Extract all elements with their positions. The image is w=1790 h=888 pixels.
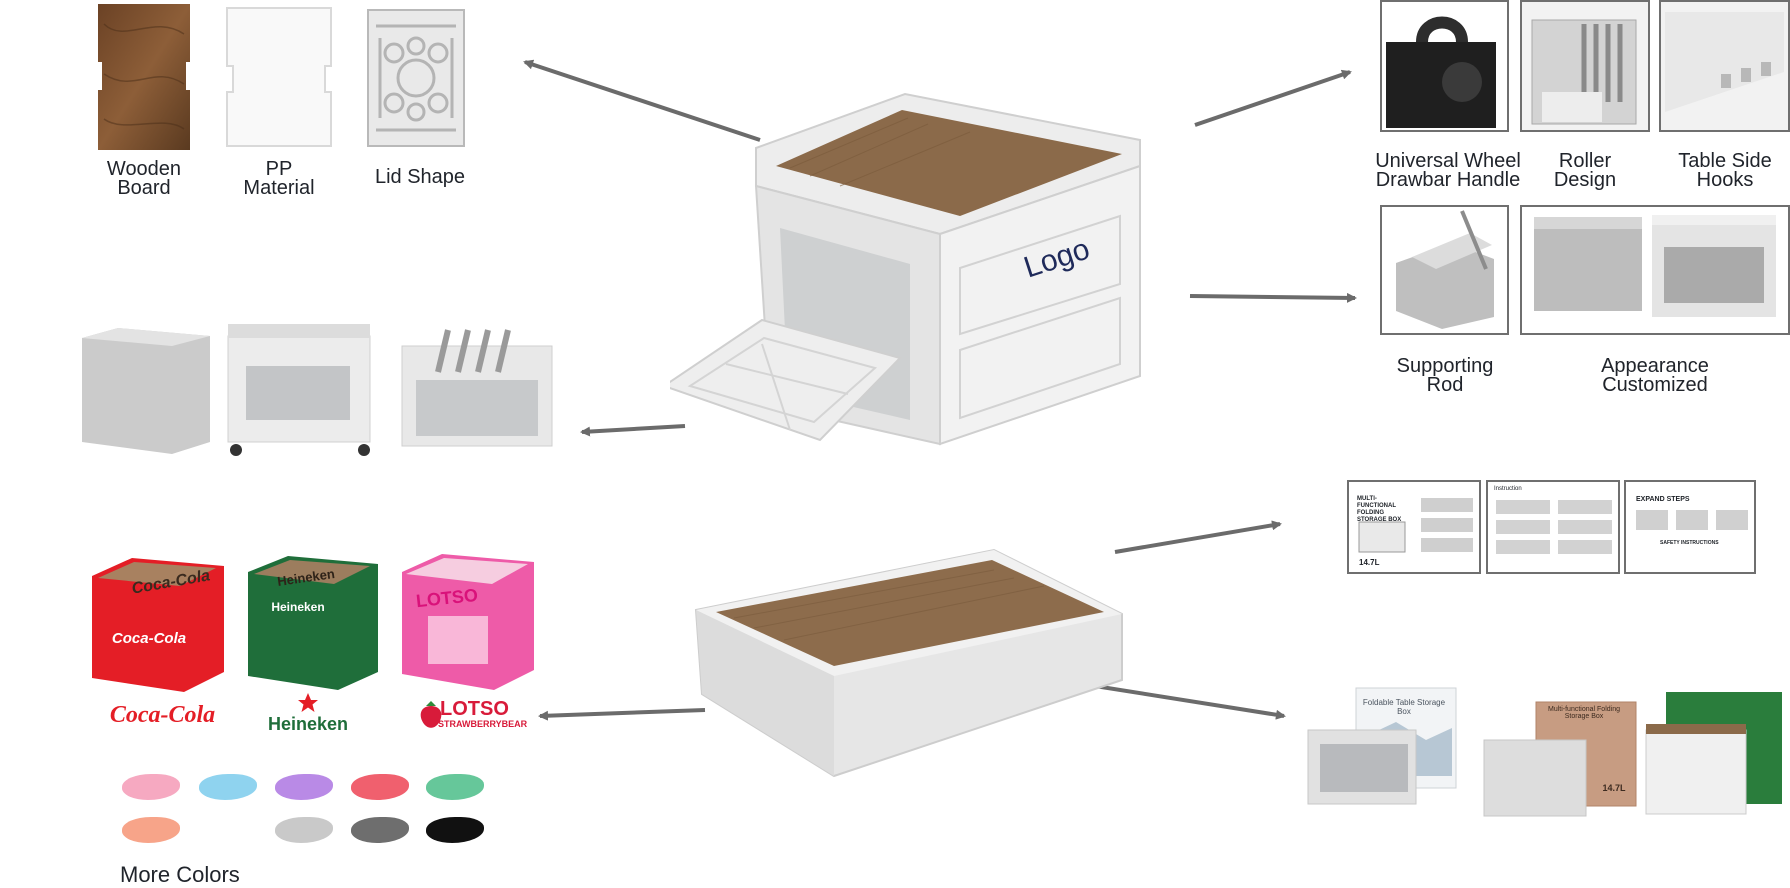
manual-1-steps — [1421, 498, 1473, 552]
table-side-hooks-image — [1659, 0, 1790, 132]
main-storage-box-image — [670, 92, 1141, 446]
color-swatch-lavender — [275, 774, 333, 800]
folded-box-image — [694, 548, 1123, 778]
color-swatch-coral-red — [351, 774, 409, 800]
manual-page-3: EXPAND STEPS SAFETY INSTRUCTIONS — [1624, 480, 1756, 574]
manual-3-steps — [1636, 510, 1748, 530]
supporting-rod-image — [1380, 205, 1509, 335]
heineken-star-icon — [298, 693, 318, 712]
manual-1-title: MULTI-FUNCTIONAL FOLDING STORAGE BOX — [1357, 496, 1402, 523]
color-swatch-dark-grey — [351, 817, 409, 843]
lotso-logo-sub: STRAWBERRYBEAR — [438, 719, 528, 729]
lid-shape-label: Lid Shape — [374, 166, 466, 188]
table-side-hooks-label: Table Side Hooks — [1678, 150, 1772, 191]
roller-design-image — [1520, 0, 1650, 132]
more-colors-label: More Colors — [120, 862, 240, 887]
box-variants-image — [82, 324, 553, 456]
color-swatch-sky-blue — [199, 774, 257, 800]
package-capacity: 14.7L — [1602, 783, 1626, 793]
arrow-to-brands — [538, 708, 706, 721]
color-swatch-black — [426, 817, 484, 843]
package-1-title: Foldable Table Storage Box — [1362, 698, 1446, 716]
strawberry-icon — [420, 701, 442, 728]
arrow-to-wheel-features — [1194, 69, 1352, 127]
appearance-customized-image — [1520, 205, 1790, 335]
color-swatch-peach — [122, 817, 180, 843]
manual-3-title: EXPAND STEPS — [1636, 496, 1690, 503]
arrow-to-side-views — [580, 424, 686, 437]
arrow-to-manuals — [1114, 520, 1282, 554]
arrow-to-packaging — [1094, 684, 1286, 720]
cocacola-front-text: Coca-Cola — [111, 630, 187, 647]
manual-2-steps — [1496, 500, 1612, 554]
manual-2-title: Instruction — [1494, 486, 1522, 492]
roller-design-label: Roller Design — [1553, 150, 1617, 191]
arrow-to-rod-features — [1189, 292, 1357, 303]
manual-1-figure — [1358, 521, 1406, 553]
lid-shape-image — [367, 9, 465, 147]
heineken-logo: Heineken — [267, 714, 349, 734]
manual-3-subtitle: SAFETY INSTRUCTIONS — [1660, 540, 1719, 546]
arrow-to-materials — [523, 59, 761, 142]
heineken-front-text: Heineken — [271, 600, 325, 614]
manual-1-capacity: 14.7L — [1359, 558, 1380, 567]
color-swatch-light-grey — [275, 817, 333, 843]
wooden-board-label: Wooden Board — [106, 158, 182, 199]
universal-wheel-image — [1380, 0, 1509, 132]
supporting-rod-label: Supporting Rod — [1396, 355, 1494, 396]
wooden-board-image — [98, 4, 190, 150]
color-swatch-pink — [122, 774, 180, 800]
brand-boxes-image — [92, 554, 534, 692]
pp-material-image — [226, 7, 332, 147]
color-swatch-mint — [426, 774, 484, 800]
appearance-customized-label: Appearance Customized — [1601, 355, 1709, 396]
package-2-title: Multi-functional Folding Storage Box — [1548, 706, 1620, 720]
universal-wheel-label: Universal Wheel Drawbar Handle — [1375, 150, 1521, 191]
manual-page-1: MULTI-FUNCTIONAL FOLDING STORAGE BOX 14.… — [1347, 480, 1481, 574]
manual-page-2: Instruction — [1486, 480, 1620, 574]
packaging-image — [1307, 687, 1782, 817]
lotso-logo: LOTSO — [440, 698, 509, 720]
pp-material-label: PP Material — [243, 158, 315, 199]
cocacola-logo: Coca-Cola — [109, 702, 216, 728]
